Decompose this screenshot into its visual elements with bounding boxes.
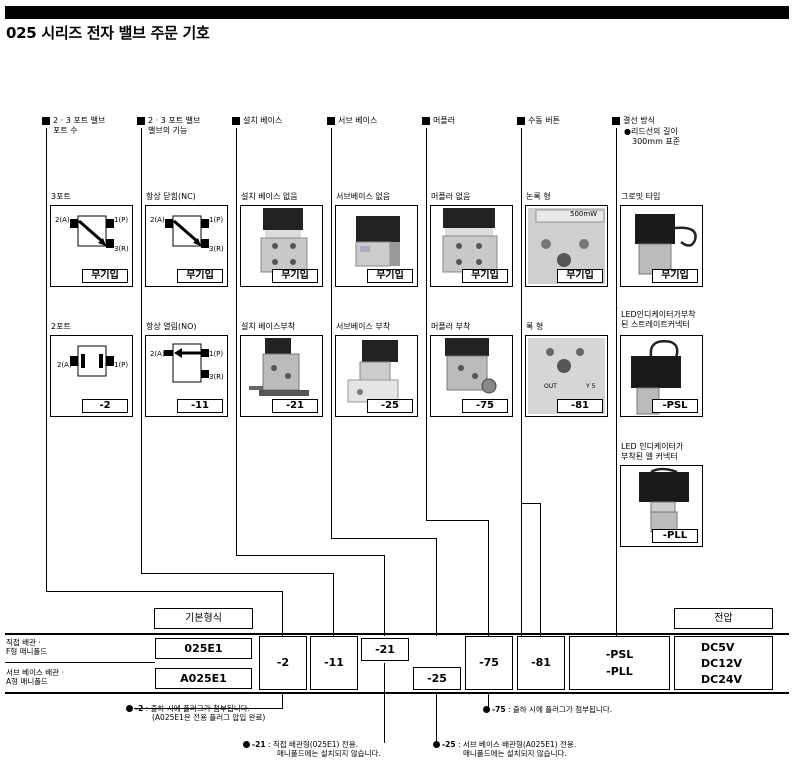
option-sub-none-photo: 무기입 <box>335 205 418 287</box>
option-sub-none-code: 무기입 <box>367 269 413 283</box>
option-nc-code: 무기입 <box>177 269 223 283</box>
title-bar <box>5 6 789 19</box>
option-base-none-label: 설치 베이스 없음 <box>241 192 298 201</box>
valve-photo-icon <box>260 208 308 273</box>
option-muffler-none-code: 무기입 <box>462 269 508 283</box>
valve-with-base-icon <box>249 338 309 396</box>
option-no-label: 항상 열림(NO) <box>146 322 197 331</box>
valve-nc-icon <box>165 215 209 248</box>
option-muffler-with-label: 머플러 부착 <box>431 322 471 331</box>
voltage-header: 전압 <box>674 608 773 629</box>
option-nc-symbol: 2(A) 1(P) 3(R) 무기입 <box>145 205 228 287</box>
table-top-rule <box>5 633 789 635</box>
option-muffler-with-code: -75 <box>462 399 508 413</box>
valve-2port-icon <box>70 345 114 377</box>
option-muffler-none-photo: 무기입 <box>430 205 513 287</box>
option-pll-code: -PLL <box>652 529 698 543</box>
option-pll-photo: -PLL <box>620 465 703 547</box>
valve-no-icon <box>164 343 209 383</box>
basic-type-025e1: 025E1 <box>155 638 252 659</box>
option-nc-label: 항상 닫힘(NC) <box>146 192 196 201</box>
option-base-none-code: 무기입 <box>272 269 318 283</box>
option-base-with-photo: -21 <box>240 335 323 417</box>
option-grommet-photo: 무기입 <box>620 205 703 287</box>
option-3port-label: 3포트 <box>51 192 71 201</box>
option-grommet-label: 그로밋 타입 <box>621 192 661 201</box>
option-nonlock-code: 무기입 <box>557 269 603 283</box>
code-cell-function: -11 <box>310 636 358 690</box>
option-sub-none-label: 서브베이스 없음 <box>336 192 391 201</box>
valve-3port-icon <box>70 215 114 248</box>
code-cell-port: -2 <box>259 636 307 690</box>
note-21: -21 : 직접 배관형(025E1) 전용. 매니폴드에는 설치되지 않습니다… <box>243 740 381 758</box>
option-sub-with-label: 서브베이스 부착 <box>336 322 391 331</box>
option-base-with-label: 설치 베이스부착 <box>241 322 296 331</box>
option-no-symbol: 2(A) 1(P) 3(R) -11 <box>145 335 228 417</box>
option-no-code: -11 <box>177 399 223 413</box>
basic-type-header: 기본형식 <box>154 608 253 629</box>
note-25: -25 : 서브 베이스 배관형(A025E1) 전용. 매니폴드에는 설치되지… <box>433 740 576 758</box>
valve-straight-connector-icon <box>631 340 681 415</box>
option-base-none-photo: 무기입 <box>240 205 323 287</box>
valve-photo-icon <box>442 208 498 273</box>
option-lock-label: 록 형 <box>526 322 544 331</box>
option-2port-symbol: 2(A) 1(P) -2 <box>50 335 133 417</box>
row1-label: 직접 배관 ·F형 매니폴드 <box>6 638 48 656</box>
option-sub-with-code: -25 <box>367 399 413 413</box>
option-base-with-code: -21 <box>272 399 318 413</box>
option-nonlock-label: 논록 형 <box>526 192 551 201</box>
option-3port-symbol: 2(A) 1(P) 3(R) 무기입 <box>50 205 133 287</box>
basic-type-a025e1: A025E1 <box>155 668 252 689</box>
code-cell-muffler: -75 <box>465 636 513 690</box>
valve-with-subbase-icon <box>347 340 399 403</box>
option-psl-photo: -PSL <box>620 335 703 417</box>
option-lock-photo: OUT Y 5 -81 <box>525 335 608 417</box>
option-muffler-with-photo: -75 <box>430 335 513 417</box>
table-mid-rule <box>5 662 155 663</box>
table-bottom-rule <box>5 692 789 694</box>
code-cell-subbase: -25 <box>413 667 461 690</box>
option-nonlock-photo: 500mW 무기입 <box>525 205 608 287</box>
option-lock-code: -81 <box>557 399 603 413</box>
option-muffler-none-label: 머플러 없음 <box>431 192 471 201</box>
note-75: -75 : 출하 시에 플러그가 첨부됩니다. <box>483 705 612 714</box>
code-cell-base: -21 <box>361 638 409 661</box>
row2-label: 서브 베이스 배관 ·A형 매니폴드 <box>6 668 64 686</box>
option-2port-label: 2포트 <box>51 322 71 331</box>
note-2: -2 : 출하 시에 플러그가 첨부됩니다. (A025E1은 전용 플러그 압… <box>126 704 265 722</box>
option-3port-code: 무기입 <box>82 269 128 283</box>
option-sub-with-photo: -25 <box>335 335 418 417</box>
valve-photo-icon <box>355 216 400 267</box>
option-grommet-code: 무기입 <box>652 269 698 283</box>
option-psl-code: -PSL <box>652 399 698 413</box>
option-2port-code: -2 <box>82 399 128 413</box>
page-title: 025 시리즈 전자 밸브 주문 기호 <box>6 24 210 42</box>
code-cell-wiring: -PSL-PLL <box>569 636 670 690</box>
code-cell-button: -81 <box>517 636 565 690</box>
valve-with-muffler-icon <box>445 338 497 394</box>
valve-l-connector-icon <box>639 467 689 533</box>
